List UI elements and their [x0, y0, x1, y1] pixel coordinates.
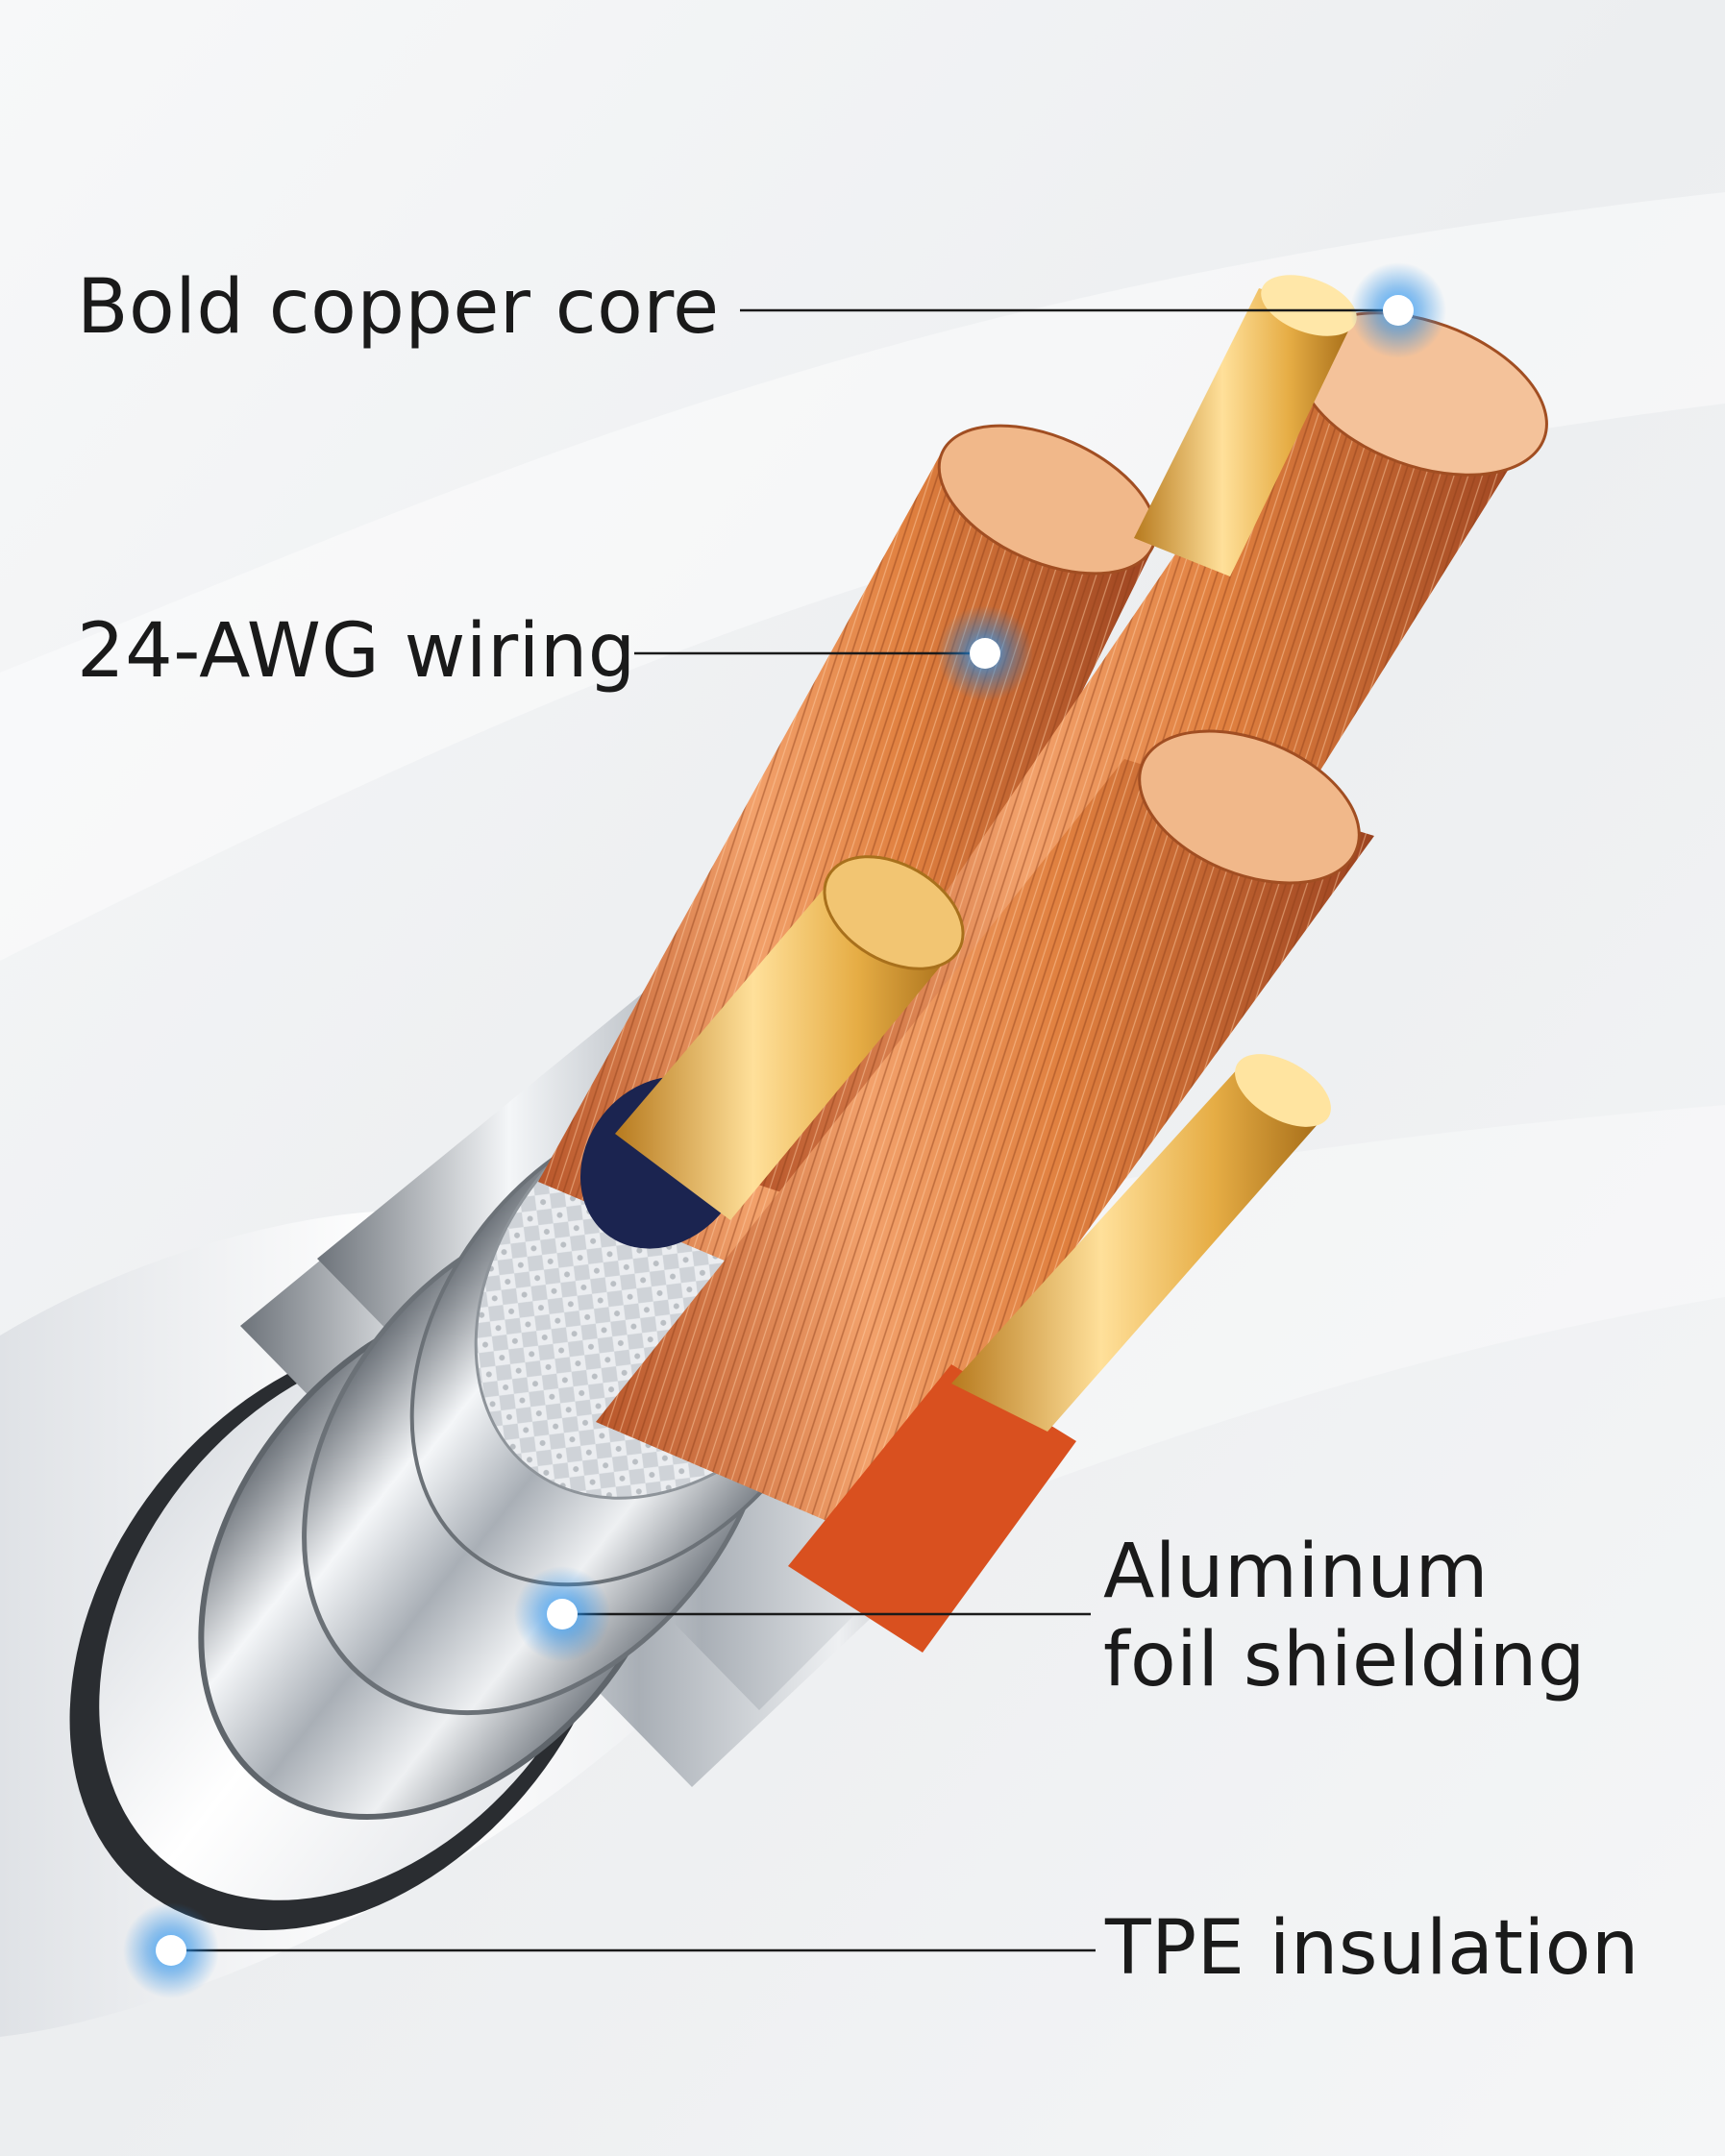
- stranded-copper-bundle-front: [596, 729, 1374, 1537]
- leader-lines: [171, 308, 1398, 1952]
- marker-tpe-insulation-icon: [123, 1902, 219, 1998]
- label-tpe-insulation-line-1: TPE insulation: [1105, 1905, 1639, 1992]
- label-awg-wiring-line-1: 24-AWG wiring: [77, 608, 636, 695]
- marker-copper-core-icon: [1350, 262, 1446, 358]
- label-foil-shielding-line-2: foil shielding: [1103, 1617, 1586, 1703]
- marker-foil-shielding-icon: [514, 1566, 610, 1662]
- label-awg-wiring: 24-AWG wiring: [77, 607, 636, 696]
- label-foil-shielding-line-1: Aluminum: [1103, 1529, 1489, 1615]
- label-tpe-insulation: TPE insulation: [1105, 1904, 1639, 1993]
- red-insulated-conductor: [788, 1054, 1331, 1653]
- gold-conductor-top: [1134, 275, 1357, 576]
- label-copper-core: Bold copper core: [77, 263, 720, 352]
- label-foil-shielding: Aluminum foil shielding: [1103, 1528, 1586, 1704]
- marker-awg-wiring-icon: [937, 605, 1033, 701]
- gold-conductor-center: [580, 855, 965, 1249]
- label-copper-core-line-1: Bold copper core: [77, 264, 720, 351]
- callout-markers: [123, 262, 1446, 1998]
